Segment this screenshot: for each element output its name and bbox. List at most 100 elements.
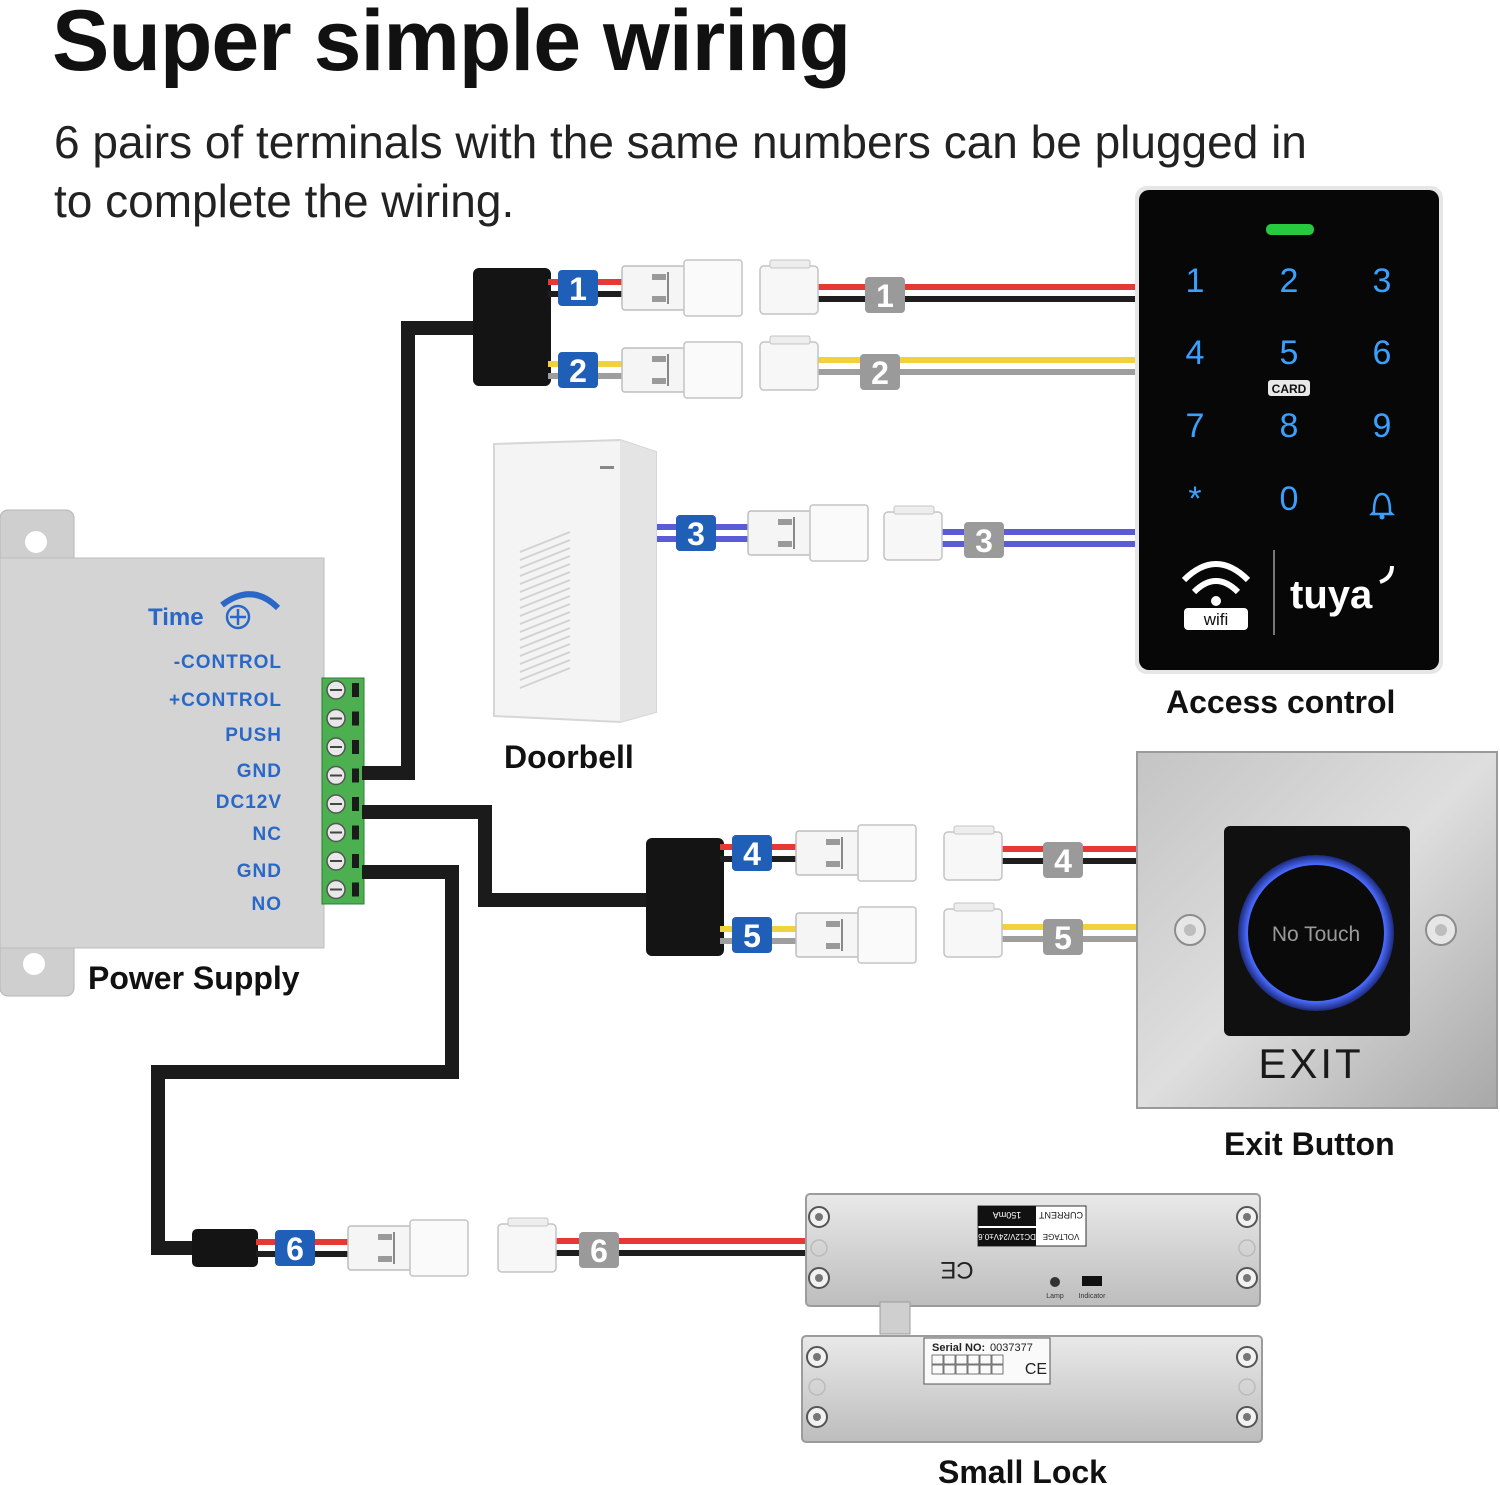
terminal-tag-4: 4 <box>1043 842 1083 879</box>
cable-sleeve-2 <box>646 838 724 956</box>
key-2[interactable]: 2 <box>1280 262 1299 300</box>
lock-strike-plate <box>801 1335 1263 1443</box>
keypad-panel <box>1139 190 1439 670</box>
serial-cell <box>991 1354 1004 1365</box>
wifi-label: wifi <box>1203 610 1229 629</box>
key-6[interactable]: 6 <box>1373 334 1392 372</box>
female-connector[interactable] <box>759 335 819 391</box>
exit-button-caption: Exit Button <box>1224 1126 1395 1162</box>
terminal-label: PUSH <box>225 725 282 746</box>
cable-to-lock <box>151 865 459 1255</box>
male-connector[interactable] <box>347 1219 469 1277</box>
voltage-label: VOLTAGE <box>1043 1232 1080 1241</box>
key-9[interactable]: 9 <box>1373 407 1392 445</box>
key-4[interactable]: 4 <box>1186 334 1205 372</box>
terminal-label: -CONTROL <box>174 652 282 673</box>
indicator-label: Indicator <box>1079 1293 1107 1300</box>
terminal-number: 6 <box>590 1233 608 1269</box>
terminal-tag-5: 5 <box>732 917 772 954</box>
serial-cell <box>955 1354 968 1365</box>
grille-slot <box>519 659 571 681</box>
grille-slot <box>519 595 571 617</box>
bell-icon[interactable] <box>1368 492 1396 520</box>
power-supply-caption: Power Supply <box>88 960 300 996</box>
terminal-tag-5: 5 <box>1043 919 1083 956</box>
female-connector[interactable] <box>883 505 943 561</box>
trunk-cables <box>151 321 650 1255</box>
terminal-number: 5 <box>1054 920 1072 956</box>
key-0[interactable]: 0 <box>1280 480 1299 518</box>
terminal-number: 2 <box>569 353 587 389</box>
time-label: Time <box>148 604 204 631</box>
female-connector[interactable] <box>943 825 1003 881</box>
serial-label-text: Serial NO: <box>932 1342 985 1354</box>
current-value: 150mA <box>993 1210 1022 1220</box>
page-subtitle: 6 pairs of terminals with the same numbe… <box>54 116 1307 227</box>
serial-cell <box>943 1354 956 1365</box>
terminal-tag-3: 3 <box>676 515 716 552</box>
male-connector[interactable] <box>621 341 743 399</box>
terminal-number: 5 <box>743 918 761 954</box>
grille-slot <box>519 539 571 561</box>
current-label: CURRENT <box>1038 1210 1083 1220</box>
mount-hole <box>23 953 45 975</box>
grille-slot <box>519 667 571 689</box>
exit-button: No Touch EXIT Exit Button <box>1136 751 1498 1162</box>
mount-hole <box>25 531 47 553</box>
female-connector[interactable] <box>497 1217 557 1273</box>
cable-to-exit-button <box>362 805 650 907</box>
male-connector[interactable] <box>621 259 743 317</box>
lamp-label: Lamp <box>1046 1293 1064 1300</box>
key-7[interactable]: 7 <box>1186 407 1205 445</box>
serial-cell <box>943 1364 956 1375</box>
serial-cell <box>955 1364 968 1375</box>
key-3[interactable]: 3 <box>1373 262 1392 300</box>
terminal-slot <box>352 711 359 726</box>
grille-slot <box>519 563 571 585</box>
power-supply: Time -CONTROL+CONTROLPUSHGNDDC12VNCGNDNO… <box>0 509 365 997</box>
terminal-tag-6: 6 <box>579 1232 619 1269</box>
lock-mount-holes <box>806 1206 1258 1428</box>
lock-body <box>805 1193 1261 1307</box>
ce-mark: CE <box>940 1256 973 1283</box>
terminal-label: GND <box>237 761 282 782</box>
male-connector[interactable] <box>795 824 917 882</box>
female-connector[interactable] <box>943 902 1003 958</box>
terminal-tag-1: 1 <box>558 270 598 307</box>
serial-cell <box>931 1354 944 1365</box>
terminal-slot <box>352 740 359 754</box>
lock-bolt <box>879 1301 911 1335</box>
key-8[interactable]: 8 <box>1280 407 1299 445</box>
key-5[interactable]: 5 <box>1280 334 1299 372</box>
svg-text:CE: CE <box>1025 1361 1047 1378</box>
voltage-value: DC12V/24V±0.6 <box>978 1232 1036 1241</box>
exit-label: EXIT <box>1258 1040 1363 1087</box>
keypad-keys: 1 2 3 4 5 6 7 8 9 * 0 <box>1186 262 1396 520</box>
terminal-slot <box>352 854 359 868</box>
time-knob-icon[interactable] <box>225 604 251 630</box>
terminal-screws <box>326 680 359 900</box>
key-star[interactable]: * <box>1188 480 1201 518</box>
terminal-number: 3 <box>975 523 993 559</box>
status-led <box>1266 224 1314 235</box>
cable-to-keypad <box>362 321 478 780</box>
grille-slot <box>519 627 571 649</box>
serial-cell <box>967 1354 980 1365</box>
card-label: CARD <box>1272 382 1307 396</box>
cable-sleeve-3 <box>192 1229 258 1267</box>
male-connector[interactable] <box>795 906 917 964</box>
terminal-number: 4 <box>743 836 761 872</box>
terminal-label: GND <box>237 861 282 882</box>
male-connector[interactable] <box>747 504 869 562</box>
female-connector[interactable] <box>759 259 819 315</box>
grille-slot <box>519 571 571 593</box>
serial-cell <box>979 1364 992 1375</box>
terminal-slot <box>352 768 359 783</box>
doorbell-grille <box>519 531 571 689</box>
key-1[interactable]: 1 <box>1186 262 1205 300</box>
connectors <box>347 259 1003 1277</box>
grille-slot <box>519 611 571 633</box>
page-title: Super simple wiring <box>52 0 851 89</box>
